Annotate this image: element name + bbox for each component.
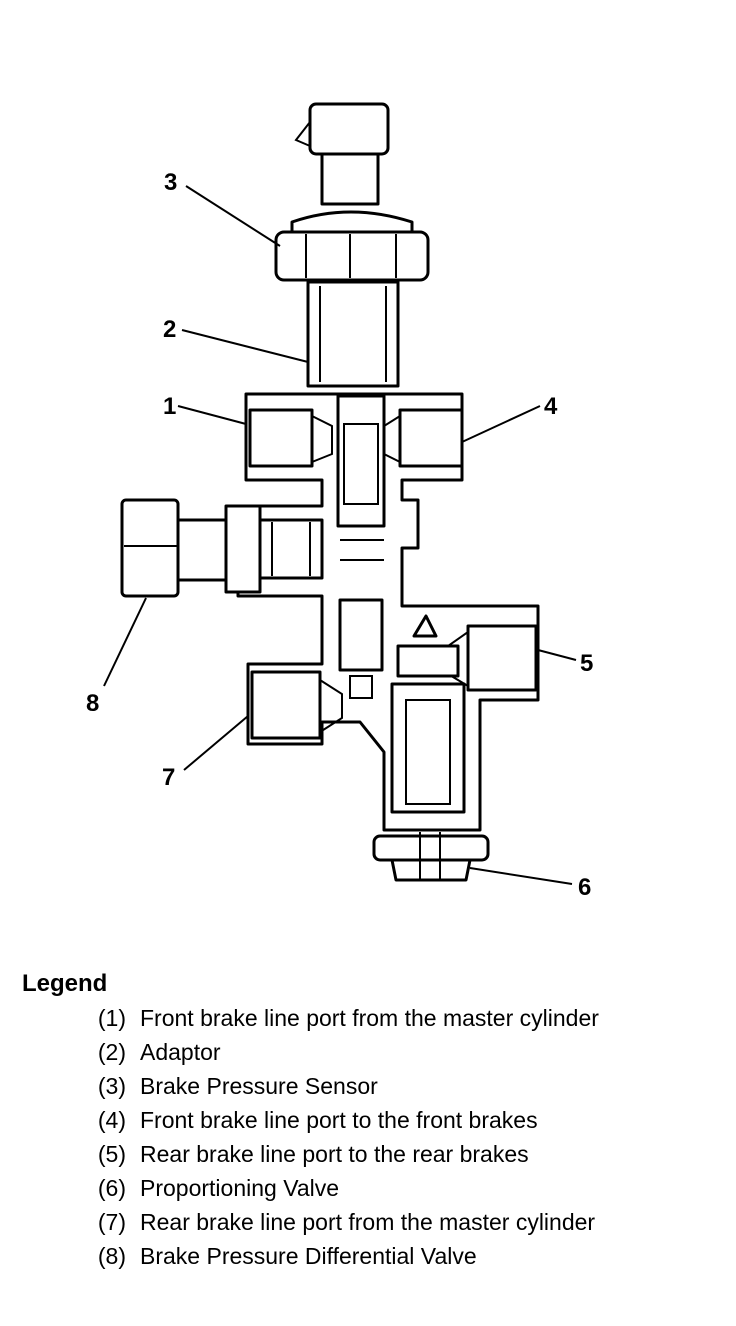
adaptor (306, 280, 400, 388)
legend-title: Legend (22, 970, 108, 997)
legend-item-text: Proportioning Valve (140, 1175, 340, 1201)
callout-2: 2 (163, 316, 176, 343)
legend-item-text: Rear brake line port to the rear brakes (140, 1141, 529, 1167)
legend-item-text: Brake Pressure Sensor (140, 1073, 378, 1099)
proportioning-valve (372, 614, 490, 882)
leader-line-3 (185, 185, 281, 247)
callout-5: 5 (580, 650, 593, 677)
leader-line-7 (183, 715, 249, 771)
callout-6: 6 (578, 874, 591, 901)
legend-item-number: (7) (97, 1209, 126, 1235)
differential-valve (120, 498, 324, 598)
legend-item-number: (8) (97, 1243, 126, 1269)
leader-line-6 (469, 867, 573, 885)
legend-item-text: Adaptor (140, 1039, 221, 1065)
legend-item-number: (5) (97, 1141, 126, 1167)
legend-item-8: (8) Brake Pressure Differential Valve (22, 1242, 722, 1271)
callout-3: 3 (164, 169, 177, 196)
valve-assembly-diagram: 1 2 3 4 5 6 7 8 (86, 102, 593, 901)
leader-line-1 (177, 405, 247, 425)
leader-line-2 (181, 329, 309, 363)
legend-item-1: (1) Front brake line port from the maste… (22, 1004, 722, 1033)
legend-item-4: (4) Front brake line port to the front b… (22, 1106, 722, 1135)
valve-body (236, 392, 540, 832)
legend-item-number: (3) (97, 1073, 126, 1099)
callout-4: 4 (544, 393, 558, 420)
legend-list: (1) Front brake line port from the maste… (22, 1004, 722, 1271)
leader-line-8 (103, 597, 147, 687)
callout-7: 7 (162, 764, 175, 791)
legend-item-5: (5) Rear brake line port to the rear bra… (22, 1140, 722, 1169)
leader-line-4 (461, 405, 541, 443)
brake-pressure-sensor (274, 102, 430, 282)
legend-item-number: (2) (97, 1039, 126, 1065)
legend-item-6: (6) Proportioning Valve (22, 1174, 722, 1203)
callout-1: 1 (163, 393, 176, 420)
legend: Legend (1) Front brake line port from th… (22, 970, 722, 1276)
legend-item-number: (4) (97, 1107, 126, 1133)
legend-item-number: (1) (97, 1005, 126, 1031)
legend-item-text: Front brake line port to the front brake… (140, 1107, 538, 1133)
legend-item-number: (6) (97, 1175, 126, 1201)
legend-item-2: (2) Adaptor (22, 1038, 722, 1067)
legend-item-text: Front brake line port from the master cy… (140, 1005, 599, 1031)
legend-item-7: (7) Rear brake line port from the master… (22, 1208, 722, 1237)
callout-8: 8 (86, 690, 99, 717)
legend-item-text: Brake Pressure Differential Valve (140, 1243, 477, 1269)
leader-line-5 (537, 649, 577, 661)
legend-item-3: (3) Brake Pressure Sensor (22, 1072, 722, 1101)
legend-item-text: Rear brake line port from the master cyl… (140, 1209, 596, 1235)
